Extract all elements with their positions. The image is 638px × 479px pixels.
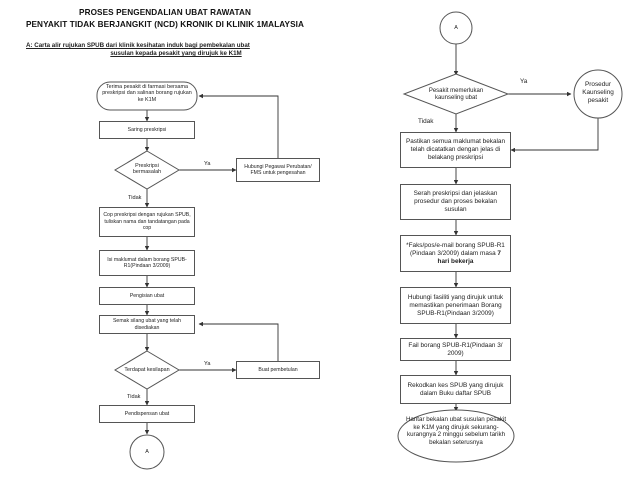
decision-kaunseling-text: Pesakit memerlukan kaunseling ubat [428,88,484,101]
title-line-2: PENYAKIT TIDAK BERJANGKIT (NCD) KRONIK D… [25,20,305,29]
subtitle-line-2: susulan kepada pesakit yang dirujuk ke K… [110,50,242,57]
buat-pembetulan-box: Buat pembetulan [236,361,320,379]
decision-kesilapan-text: Terdapat kesilapan [124,367,170,373]
saring-box: Saring preskripsi [99,121,195,139]
decision-preskripsi-text: Preskripsi bermasalah [132,163,162,176]
subtitle-line-1: A: Carta alir rujukan SPUB dari klinik k… [26,42,250,49]
fail-borang-box: Fail borang SPUB-R1(Pindaan 3/ 2009) [400,338,511,361]
connector-a-left-label: A [145,449,149,455]
semak-silang-box: Semak silang ubat yang telah disediakan [99,315,195,334]
start-terminator [96,81,198,111]
kaunseling-text: Prosedur Kaunseling pesakit [582,81,614,104]
tidak-label-2: Tidak [127,394,141,400]
faks-bold: 7 hari bekerja [437,249,501,265]
faks-box: *Faks/pos/e-mail borang SPUB-R1 (Pindaan… [400,235,511,272]
final-ellipse [397,409,515,463]
start-text: Terima pesakit di farmasi bersama preskr… [102,84,192,103]
tidak-label-1: Tidak [128,195,142,201]
faks-text: *Faks/pos/e-mail borang SPUB-R1 (Pindaan… [406,241,505,257]
hubungi-pegawai-box: Hubungi Pegawai Perubatan/ FMS untuk pen… [236,158,320,182]
decision-preskripsi-diamond [114,150,180,190]
tidak-label-right: Tidak [418,118,434,125]
decision-kaunseling-diamond [402,73,510,115]
ya-label-1: Ya [204,161,211,167]
connector-a-right-label: A [454,25,458,31]
connector-a-right [439,11,473,45]
kaunseling-circle [573,69,623,119]
isi-maklumat-box: Isi maklumat dalam borang SPUB-R1(Pindaa… [99,250,195,276]
title-line-1: PROSES PENGENDALIAN UBAT RAWATAN [79,8,251,17]
rekod-box: Rekodkan kes SPUB yang dirujuk dalam Buk… [400,375,511,404]
decision-kesilapan-diamond [114,350,180,390]
ya-label-right: Ya [520,78,528,85]
hantar-text: Hantar bekalan ubat susulan pesakit ke K… [405,416,507,446]
ya-label-2: Ya [204,361,211,367]
serah-box: Serah preskripsi dan jelaskan prosedur d… [400,184,511,220]
connector-a-left [129,434,165,470]
pastikan-box: Pastikan semua maklumat bekalan telah di… [400,132,511,168]
pendispensan-box: Pendispensan ubat [99,405,195,423]
pengisian-box: Pengisian ubat [99,287,195,305]
hubungi-fasiliti-box: Hubungi fasiliti yang dirujuk untuk mema… [400,287,511,324]
cop-preskripsi-box: Cop preskripsi dengan rujukan SPUB, tuli… [99,207,195,237]
